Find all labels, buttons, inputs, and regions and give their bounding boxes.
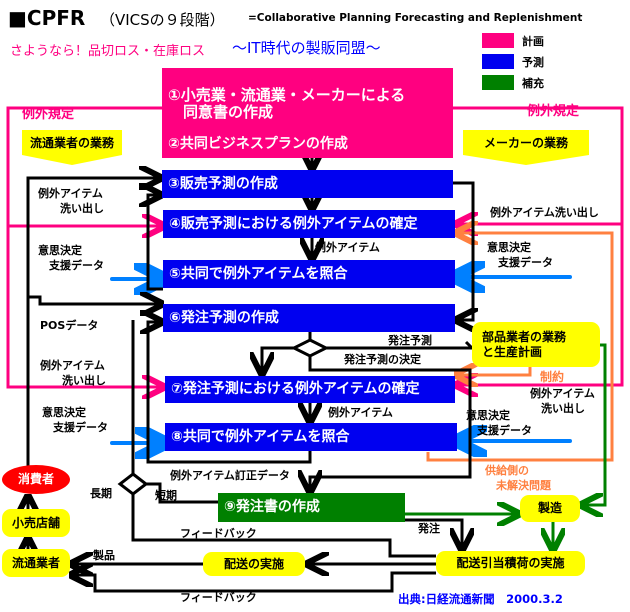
step-8-collab-resolve[interactable]: ⑧共同で例外アイテムを照合 bbox=[165, 423, 457, 451]
long-term-label: 長期 bbox=[90, 487, 112, 500]
distributor-work-label: 流通業者の業務 bbox=[22, 130, 122, 155]
order-forecast-label: 発注予測 bbox=[388, 334, 432, 347]
manufacturing-node[interactable]: 製造 bbox=[520, 495, 580, 522]
retail-store-node[interactable]: 小売店舗 bbox=[2, 509, 70, 537]
exc-items-wash-label: 例外アイテム洗い出し bbox=[490, 206, 599, 219]
exception-rule-left: 例外規定 bbox=[22, 107, 75, 122]
legend-swatch-plan bbox=[482, 33, 514, 48]
order-label: 発注 bbox=[418, 522, 440, 535]
exception-correction-label: 例外アイテム訂正データ bbox=[170, 469, 290, 482]
product-label: 製品 bbox=[93, 549, 115, 562]
consumer-node[interactable]: 消費者 bbox=[2, 465, 70, 494]
exception-item-label: 例外アイテム bbox=[315, 241, 380, 254]
legend-label-plan: 計画 bbox=[522, 35, 544, 48]
short-term-label: 短期 bbox=[155, 489, 177, 502]
feedback-label: フィードバック bbox=[180, 591, 257, 604]
exc-items-wash-label: 例外アイテム 洗い出し bbox=[530, 387, 595, 415]
pos-data-label: POSデータ bbox=[40, 319, 99, 332]
legend-label-forecast: 予測 bbox=[522, 56, 544, 69]
source-credit: 出典:日経流通新聞 2000.3.2 bbox=[398, 592, 563, 606]
step-3-sales-forecast[interactable]: ③販売予測の作成 bbox=[162, 170, 453, 198]
order-forecast-decision-label: 発注予測の決定 bbox=[344, 353, 421, 366]
decision-data-label: 意思決定 支援データ bbox=[42, 406, 108, 434]
legend-label-replenish: 補充 bbox=[522, 77, 544, 90]
subtitle-pink: さようなら！品切ロス・在庫ロス bbox=[10, 44, 206, 59]
subtitle-blue: 〜IT時代の製販同盟〜 bbox=[232, 39, 381, 57]
delivery-node[interactable]: 配送の実施 bbox=[203, 552, 305, 576]
distributor-work-banner: 流通業者の業務 bbox=[22, 130, 122, 165]
title-english: =Collaborative Planning Forecasting and … bbox=[248, 12, 583, 24]
parts-supplier-node[interactable]: 部品業者の業務 と生産計画 bbox=[472, 322, 600, 367]
decision-data-label: 意思決定 支援データ bbox=[466, 409, 532, 437]
step-9-order-generation[interactable]: ⑨発注書の作成 bbox=[218, 493, 405, 522]
title-main: ■CPFR bbox=[8, 6, 86, 30]
decision-data-label: 意思決定 支援データ bbox=[487, 241, 553, 269]
legend-swatch-replenish bbox=[482, 75, 514, 90]
feedback-label: フィードバック bbox=[180, 527, 257, 540]
legend-swatch-forecast bbox=[482, 54, 514, 69]
exception-rule-right: 例外規定 bbox=[527, 104, 580, 119]
maker-work-banner: メーカーの業務 bbox=[463, 130, 589, 165]
distributor-node[interactable]: 流通業者 bbox=[2, 549, 70, 577]
decision-data-label: 意思決定 支援データ bbox=[38, 244, 104, 272]
step-6-order-forecast[interactable]: ⑥発注予測の作成 bbox=[163, 304, 455, 332]
constraint-label: 制約 bbox=[540, 370, 565, 384]
step-2-business-plan[interactable]: ②共同ビジネスプランの作成 bbox=[162, 130, 453, 158]
exc-items-wash-label: 例外アイテム 洗い出し bbox=[38, 187, 104, 215]
step-5-collab-resolve[interactable]: ⑤共同で例外アイテムを照合 bbox=[163, 260, 455, 288]
exc-items-wash-label: 例外アイテム 洗い出し bbox=[40, 359, 106, 387]
supply-issues-label: 供給側の 未解決問題 bbox=[485, 464, 551, 492]
maker-work-label: メーカーの業務 bbox=[463, 130, 589, 155]
step-4-sales-exceptions[interactable]: ④販売予測における例外アイテムの確定 bbox=[163, 210, 455, 238]
title-paren: （VICSの９段階） bbox=[100, 11, 225, 29]
step-1-agreement[interactable]: ①小売業・流通業・メーカーによる 同意書の作成 bbox=[162, 68, 453, 140]
exception-item-label: 例外アイテム bbox=[328, 406, 393, 419]
step-7-order-exceptions[interactable]: ⑦発注予測における例外アイテムの確定 bbox=[165, 376, 455, 403]
shipment-allocation-node[interactable]: 配送引当積荷の実施 bbox=[436, 551, 585, 576]
